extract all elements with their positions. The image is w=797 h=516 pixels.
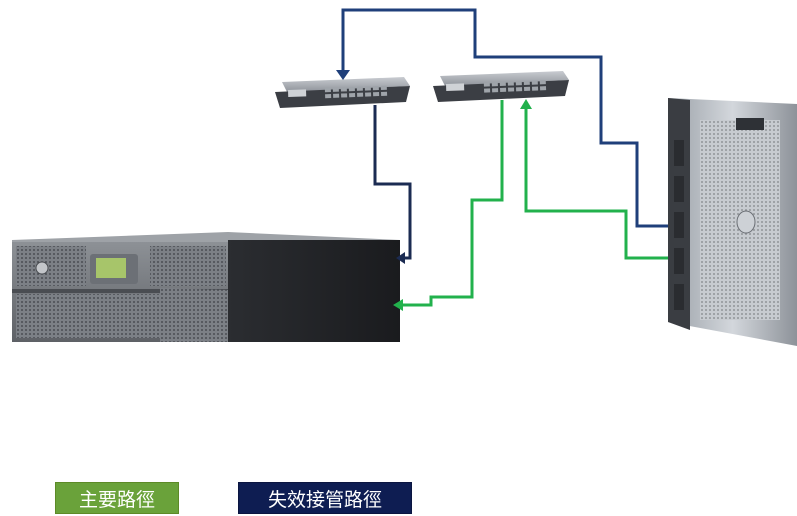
failover-arrowhead-left-switch — [336, 70, 350, 80]
legend-failover-path: 失效接管路徑 — [238, 482, 412, 514]
tower-server — [668, 98, 797, 346]
switch-right — [433, 71, 569, 102]
primary-arrowhead-enclosure — [393, 299, 403, 311]
primary-path-switch-to-enclosure — [402, 100, 504, 307]
switch-left — [275, 77, 410, 108]
legend-primary-path: 主要路徑 — [55, 482, 179, 514]
legend-failover-label: 失效接管路徑 — [267, 488, 382, 511]
failover-arrowhead-enclosure — [396, 252, 405, 264]
primary-path-server-to-switch — [524, 108, 668, 260]
primary-arrowhead-switch — [520, 99, 532, 109]
failover-path-server-to-left-switch — [341, 8, 668, 228]
legend-primary-label: 主要路徑 — [78, 488, 155, 511]
storage-enclosure — [12, 232, 400, 342]
failover-path-left-switch-to-enclosure — [373, 105, 412, 260]
